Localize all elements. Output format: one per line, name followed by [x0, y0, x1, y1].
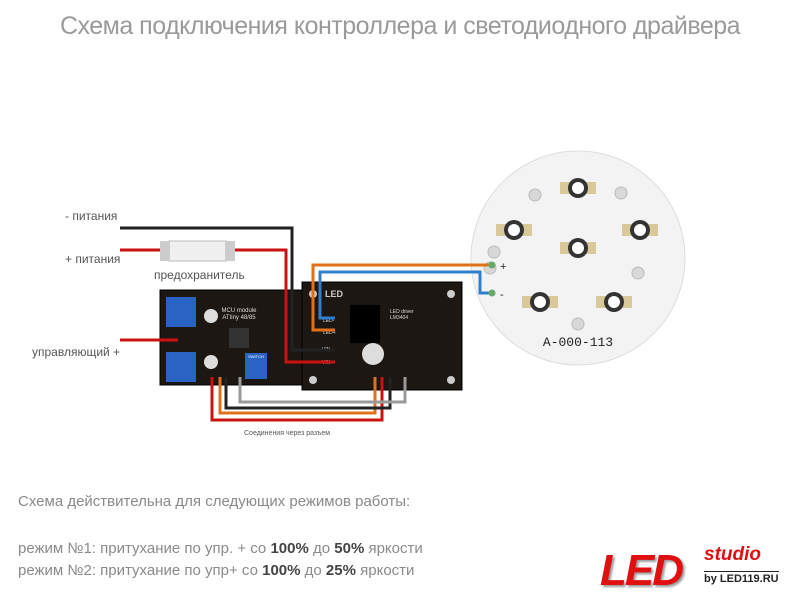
led-minus-pin: LED-	[323, 318, 335, 324]
led-plus-terminal	[488, 261, 496, 269]
plus-power-label: + питания	[65, 252, 120, 266]
mode-1-note: режим №1: притухание по упр. + со 100% д…	[18, 540, 423, 557]
led-emitters	[496, 178, 658, 312]
minus-terminal-label: -	[500, 289, 504, 301]
mcu-chip: ATtiny 48/85	[222, 315, 256, 321]
led-driver-board: LED LED driver LM3404 LED- LED+ VIN- VIN…	[301, 281, 463, 391]
fuse	[160, 240, 235, 262]
notes-heading: Схема действительна для следующих режимо…	[18, 493, 411, 510]
driver-brand: LED	[325, 289, 344, 299]
mcu-name: MCU module	[221, 308, 257, 314]
driver-name: LED driver	[390, 309, 414, 315]
minus-power-label: - питания	[65, 209, 117, 223]
mcu-switch-label: SWITCH	[248, 354, 264, 359]
plus-terminal-label: +	[500, 261, 506, 273]
page-title: Схема подключения контроллера и светодио…	[59, 12, 741, 40]
driver-chip: LM3404	[390, 315, 408, 321]
led-board: A-000-113 + -	[470, 150, 686, 366]
mode-2-note: режим №2: притухание по упр+ со 100% до …	[18, 562, 415, 579]
control-plus-label: управляющий +	[32, 345, 120, 359]
fuse-label: предохранитель	[154, 268, 245, 282]
led-minus-terminal	[488, 289, 496, 297]
wires	[120, 226, 492, 422]
led-plus-pin: LED+	[323, 330, 336, 336]
led-board-code: A-000-113	[543, 335, 613, 350]
connector-label: Соединения через разъем	[244, 430, 330, 437]
